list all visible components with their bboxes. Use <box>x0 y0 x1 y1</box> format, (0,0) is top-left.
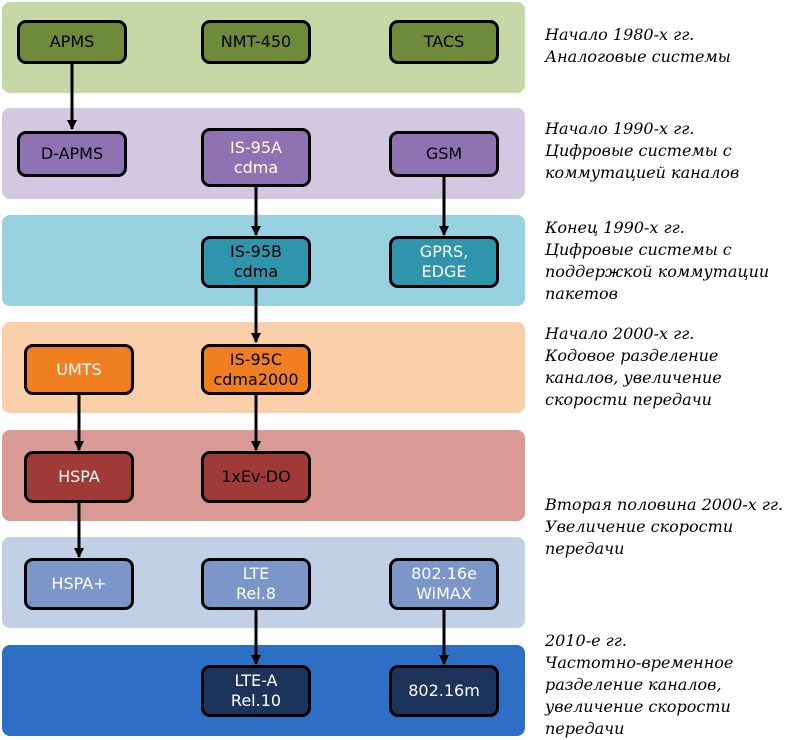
note-late-2000s: Вторая половина 2000-х гг. Увеличение ск… <box>545 495 784 558</box>
node-is95b: IS-95B cdma <box>201 236 311 288</box>
node-lte-a: LTE-A Rel.10 <box>201 665 311 717</box>
note-1980s: Начало 1980-х гг. Аналоговые системы <box>545 25 731 66</box>
node-hspa-plus: HSPA+ <box>24 558 134 610</box>
note-early-1990s: Начало 1990-х гг. Цифровые системы с ком… <box>545 119 740 182</box>
node-nmt450: NMT-450 <box>201 20 311 64</box>
note-late-1990s: Конец 1990-х гг. Цифровые системы с подд… <box>545 218 770 303</box>
node-1xev-do: 1xEv-DO <box>201 451 311 503</box>
node-lte: LTE Rel.8 <box>201 558 311 610</box>
node-is95a: IS-95A cdma <box>201 128 311 187</box>
node-umts: UMTS <box>24 344 134 395</box>
node-gsm: GSM <box>389 131 499 177</box>
node-hspa: HSPA <box>24 451 134 503</box>
note-early-2000s: Начало 2000-х гг. Кодовое разделение кан… <box>545 324 722 409</box>
node-wimax: 802.16e WiMAX <box>389 558 499 610</box>
node-apms: APMS <box>17 20 127 64</box>
node-80216m: 802.16m <box>389 665 499 717</box>
note-2010s: 2010-е гг. Частотно-временное разделение… <box>545 631 734 738</box>
node-gprs-edge: GPRS, EDGE <box>389 236 499 288</box>
node-is95c: IS-95C cdma2000 <box>201 344 311 395</box>
node-tacs: TACS <box>389 20 499 64</box>
node-dapms: D-APMS <box>17 131 127 177</box>
